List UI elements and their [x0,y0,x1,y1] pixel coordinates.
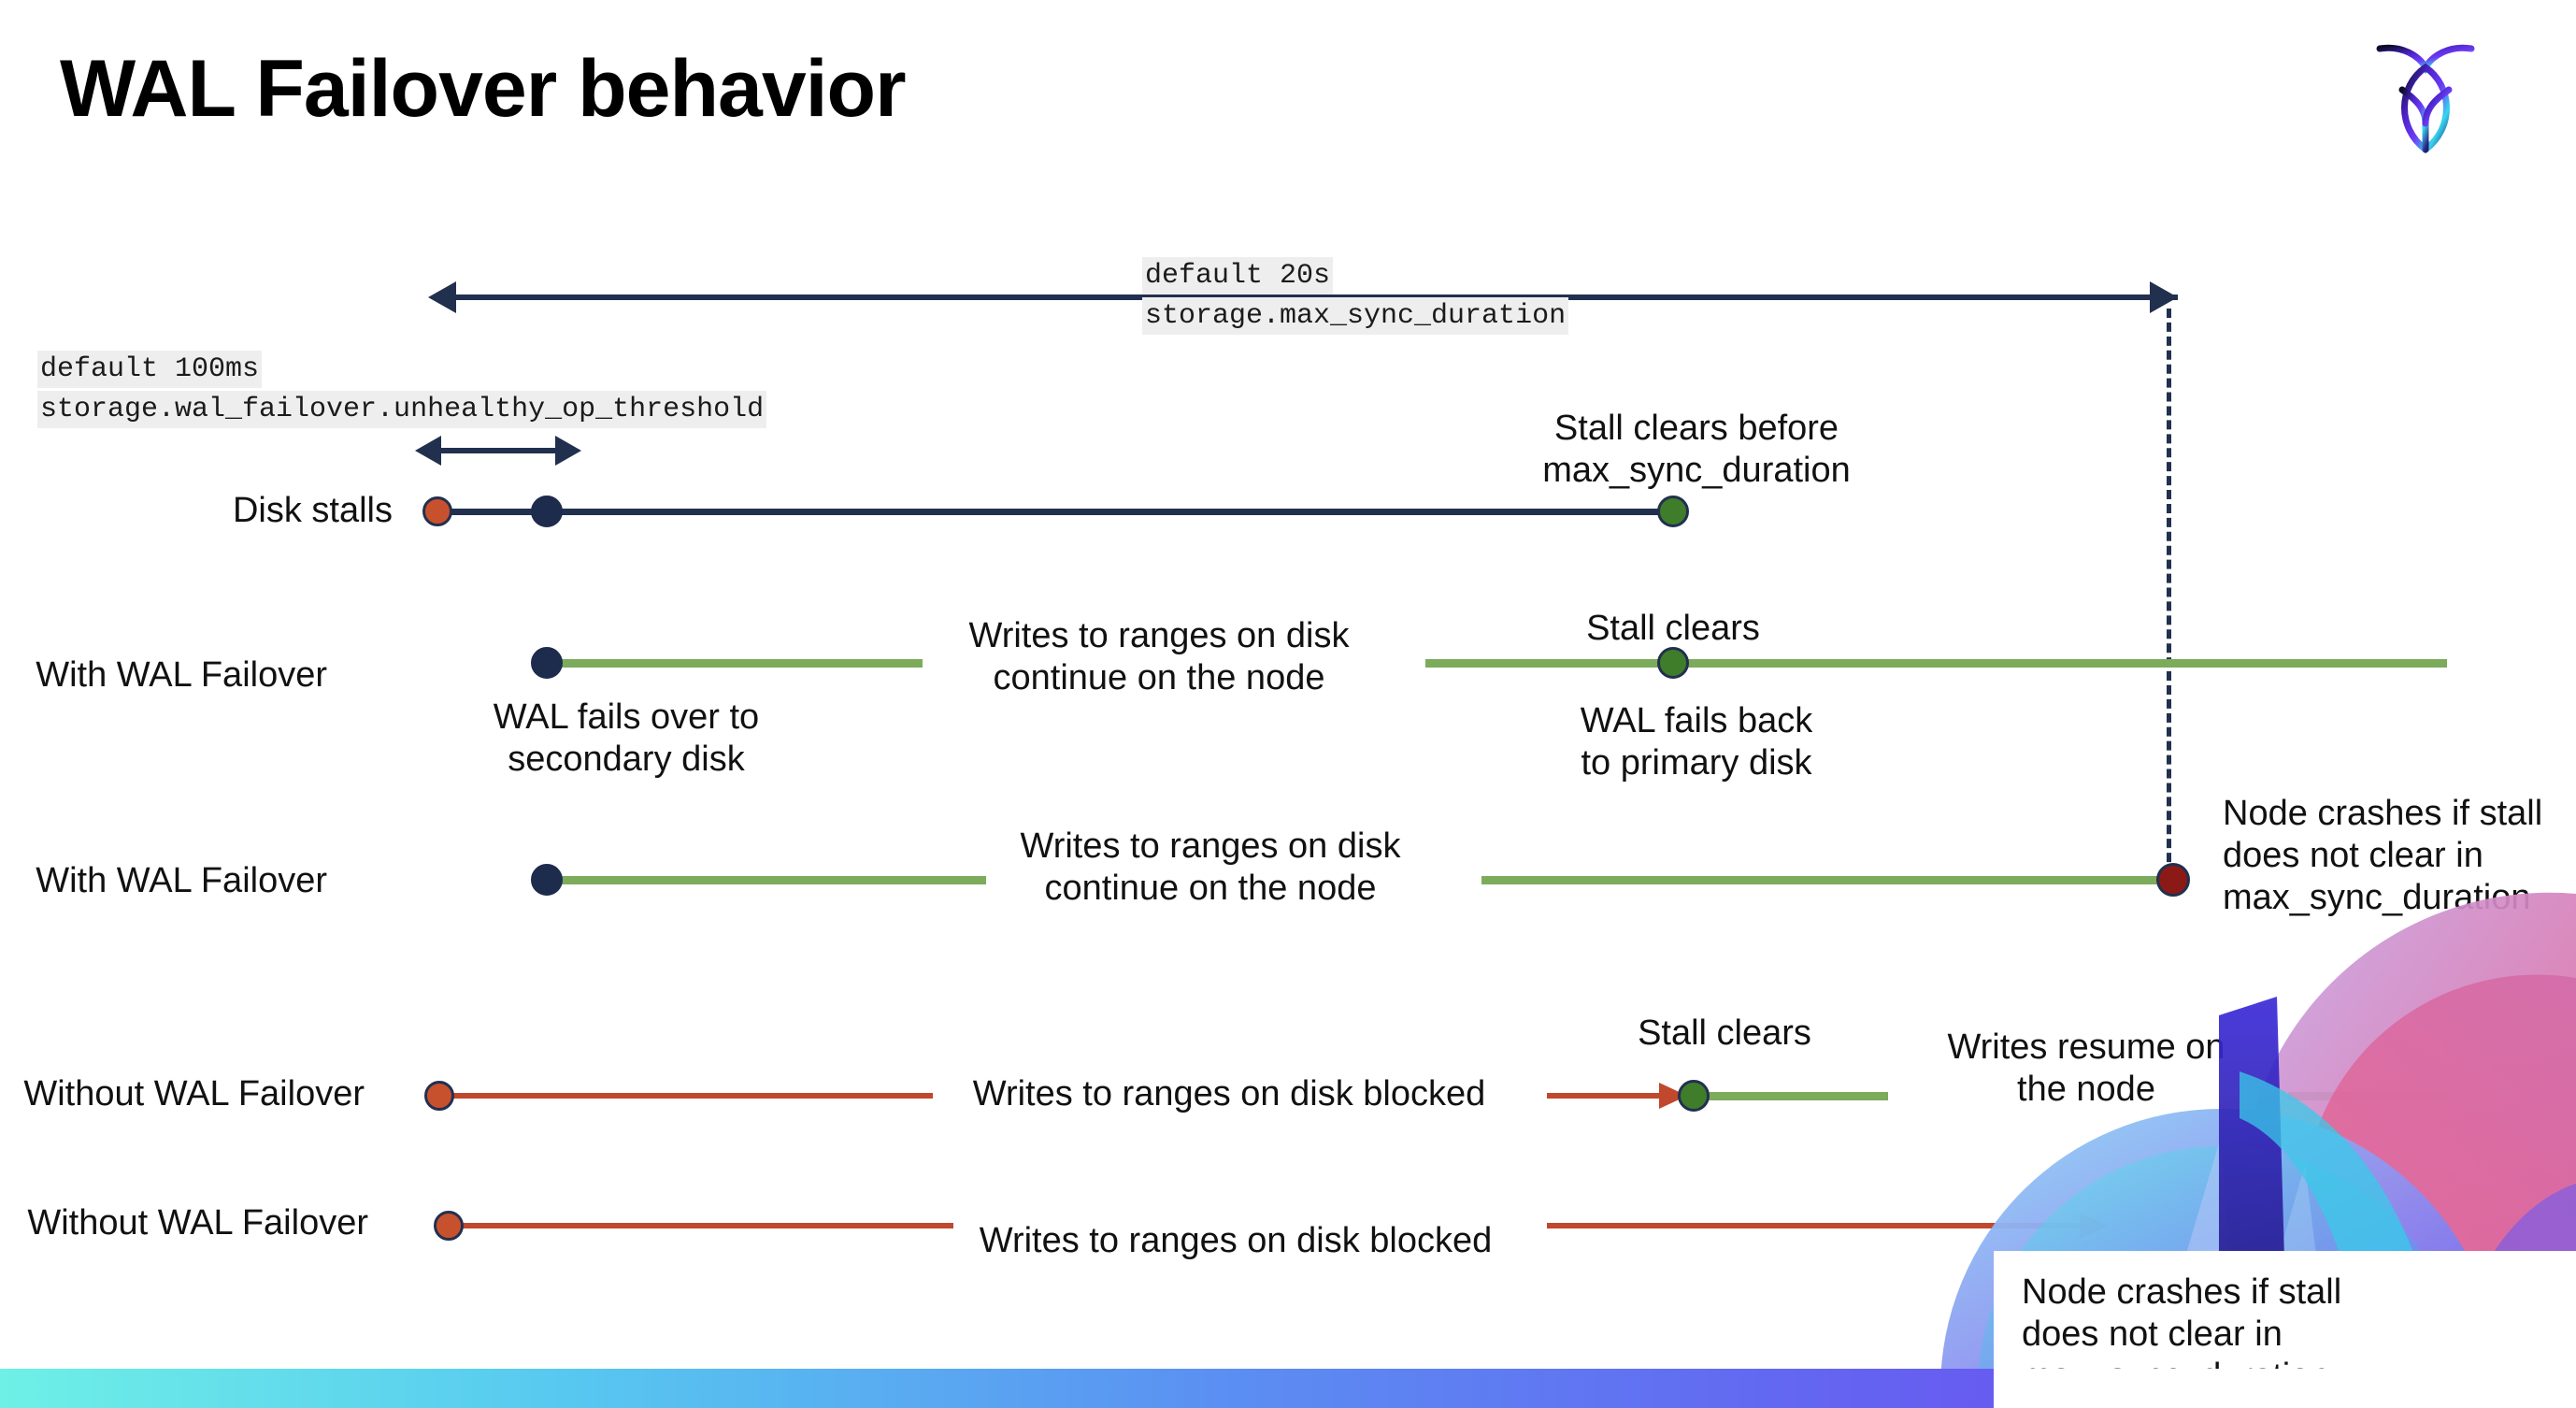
page-title: WAL Failover behavior [60,44,907,134]
unhealthy-setting-label: storage.wal_failover.unhealthy_op_thresh… [37,391,767,429]
with-failover-2-failover-dot [531,864,563,896]
note-writes-blocked-1: Writes to ranges on disk blocked [972,1074,1486,1113]
unhealthy-span-left-arrowhead [415,436,441,466]
unhealthy-op-threshold-span-line [441,448,555,453]
max-sync-default-label: default 20s [1142,257,1334,295]
unhealthy-default-label: default 100ms [37,351,263,389]
note-writes-blocked-2: Writes to ranges on disk blocked [979,1221,1493,1260]
note-wal-fails-over: WAL fails over to secondary disk [493,697,760,779]
without-failover-1-blocked-segment-a [439,1093,933,1099]
note-node-crashes-1: Node crashes if stall does not clear in … [2223,794,2543,917]
without-failover-2-blocked-segment-b [1547,1223,2094,1228]
row-label-without-wal-failover-2: Without WAL Failover [27,1203,368,1243]
row-label-with-wal-failover-1: With WAL Failover [36,655,327,695]
note-writes-continue-1: Writes to ranges on disk continue on the… [968,616,1350,697]
row-label-with-wal-failover-2: With WAL Failover [36,861,327,900]
max-sync-duration-dashed-guide [2167,309,2171,876]
with-failover-1-segment-b [1425,659,2447,668]
max-sync-span-left-arrowhead [428,281,456,313]
note-writes-resume: Writes resume on the node [1947,1027,2225,1109]
disk-stall-clears-dot [1657,496,1689,527]
without-failover-1-stall-start-dot [424,1081,454,1111]
note-writes-continue-2: Writes to ranges on disk continue on the… [1020,826,1401,908]
without-failover-1-resume-segment-a [1696,1092,1888,1100]
cockroachdb-logo-icon [2374,32,2477,158]
with-failover-1-failover-dot [531,647,563,679]
without-failover-2-stall-start-dot [434,1211,464,1241]
max-sync-span-right-arrowhead [2150,281,2178,313]
with-failover-1-segment-a [547,659,923,668]
with-failover-2-segment-b [1481,876,2178,884]
without-failover-2-blocked-segment-a [449,1223,953,1228]
note-stall-clears-1: Stall clears [1586,609,1760,648]
without-failover-2-arrowhead [2080,1213,2108,1239]
disk-stall-start-dot [422,496,452,526]
disk-stall-threshold-dot [531,496,563,527]
without-failover-1-blocked-segment-b [1547,1093,1673,1099]
note-stall-clears-before-max-sync: Stall clears before max_sync_duration [1542,409,1851,490]
note-stall-clears-2: Stall clears [1638,1013,1811,1053]
unhealthy-span-right-arrowhead [555,436,581,466]
row-label-disk-stalls: Disk stalls [232,491,393,530]
with-failover-1-stall-clears-dot [1657,647,1689,679]
bottom-bar-mask [1994,1369,2576,1408]
with-failover-2-node-crash-dot [2156,863,2190,897]
without-failover-1-resume-segment-b [2288,1092,2449,1100]
note-wal-fails-back: WAL fails back to primary disk [1580,701,1813,783]
disk-stalls-timeline-line [437,509,1673,515]
max-sync-setting-label: storage.max_sync_duration [1142,297,1569,336]
row-label-without-wal-failover-1: Without WAL Failover [23,1074,365,1113]
without-failover-1-stall-clears-dot [1678,1080,1710,1112]
with-failover-2-segment-a [547,876,986,884]
